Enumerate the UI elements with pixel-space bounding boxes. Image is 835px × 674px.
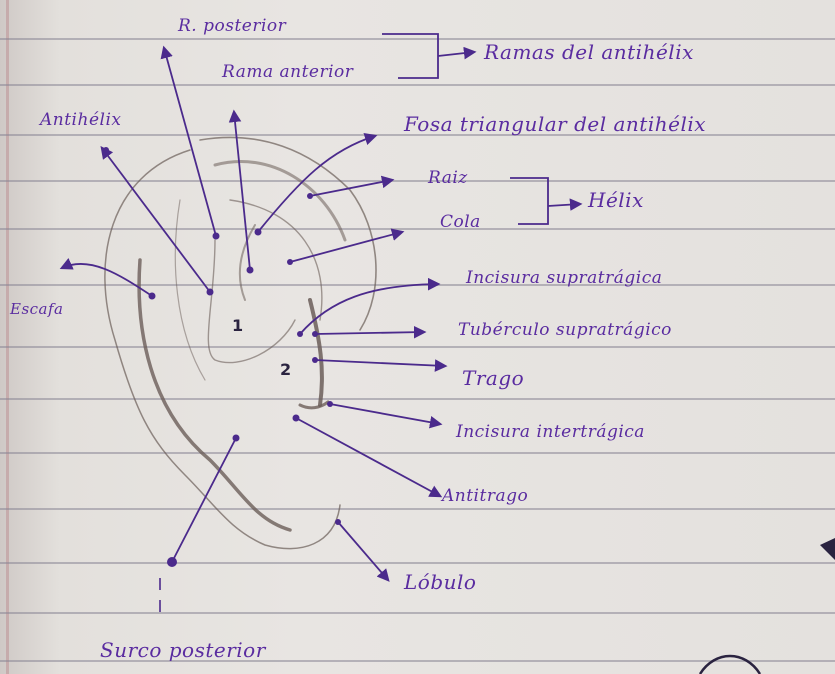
region-number-1: 1 — [232, 316, 244, 335]
ruled-line — [0, 452, 835, 454]
label-antitrago: Antitrago — [442, 486, 529, 506]
ruled-line — [0, 660, 835, 662]
ruled-line — [0, 84, 835, 86]
ruled-line — [0, 346, 835, 348]
label-fosa-triangular: Fosa triangular del antihélix — [404, 112, 707, 136]
margin-line — [6, 0, 9, 674]
ruled-line — [0, 134, 835, 136]
label-lobulo: Lóbulo — [404, 570, 477, 594]
label-incisura-supratragica: Incisura supratrágica — [466, 268, 663, 288]
label-surco-posterior: Surco posterior — [100, 638, 266, 662]
label-ramas-antihelix: Ramas del antihélix — [484, 40, 694, 64]
ruled-line — [0, 228, 835, 230]
ruled-line — [0, 398, 835, 400]
label-trago: Trago — [462, 366, 525, 390]
ruled-line — [0, 508, 835, 510]
edge-mark — [820, 538, 835, 560]
edge-mark — [698, 654, 762, 674]
label-raiz: Raiz — [428, 168, 468, 188]
label-escafa: Escafa — [10, 300, 64, 318]
ruled-line — [0, 612, 835, 614]
ruled-line — [0, 38, 835, 40]
label-rama-anterior: Rama anterior — [222, 62, 354, 82]
label-cola: Cola — [440, 212, 481, 232]
pointer-lines — [59, 33, 583, 582]
label-antihelix: Antihélix — [40, 110, 122, 130]
pointer-dots — [103, 147, 341, 567]
ear-outline — [104, 136, 377, 550]
label-tuberculo-supratragico: Tubérculo supratrágico — [458, 320, 672, 340]
label-helix: Hélix — [588, 188, 644, 212]
region-number-2: 2 — [280, 360, 292, 379]
label-r-posterior: R. posterior — [178, 16, 287, 36]
label-incisura-intertragica: Incisura intertrágica — [456, 422, 645, 442]
ruled-line — [0, 562, 835, 564]
ruled-line — [0, 180, 835, 182]
